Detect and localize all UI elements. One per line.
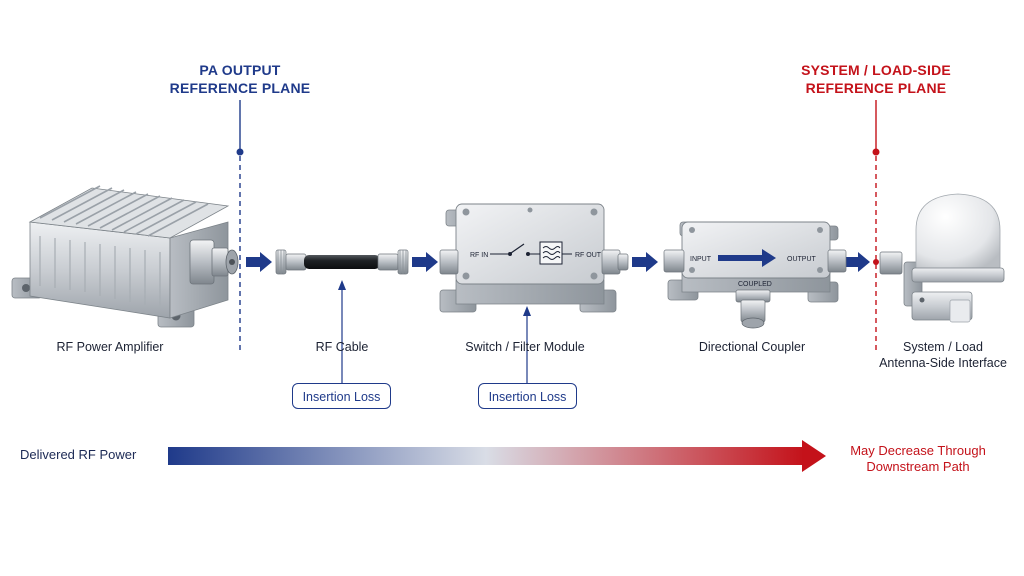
switch-filter-module: RF IN RF OUT	[439, 203, 629, 313]
module-loss-pointer	[523, 306, 531, 383]
coupler-port-in-label: INPUT	[690, 256, 712, 263]
system-reference-plane-label: SYSTEM / LOAD-SIDE REFERENCE PLANE	[776, 62, 976, 97]
coupler-port-out-label: OUTPUT	[787, 256, 817, 263]
flow-arrow-icon	[632, 252, 658, 272]
module-insertion-loss-box: Insertion Loss	[478, 383, 577, 409]
cable-loss-pointer	[338, 280, 346, 383]
rf-power-amplifier	[11, 185, 239, 328]
power-decrease-line2: Downstream Path	[866, 459, 970, 475]
power-decrease-label: May Decrease Through Downstream Path	[830, 443, 1006, 476]
cable-label: RF Cable	[315, 340, 369, 354]
coupler-label: Directional Coupler	[698, 340, 806, 354]
directional-coupler: INPUT OUTPUT COUPLED	[663, 221, 847, 329]
system-reference-line1: SYSTEM / LOAD-SIDE	[801, 62, 951, 78]
pa-reference-plane	[236, 100, 244, 352]
system-load-label: System / Load Antenna-Side Interface	[868, 340, 1018, 371]
delivered-power-bar	[168, 440, 826, 472]
switch-filter-label: Switch / Filter Module	[465, 340, 585, 354]
power-decrease-line1: May Decrease Through	[850, 443, 986, 458]
cable-insertion-loss-box: Insertion Loss	[292, 383, 391, 409]
flow-arrow-icon	[412, 252, 438, 272]
flow-arrow-icon	[246, 252, 272, 272]
switch-port-in-label: RF IN	[470, 252, 488, 259]
pa-reference-line1: PA OUTPUT	[199, 62, 281, 78]
amplifier-label: RF Power Amplifier	[56, 340, 164, 354]
switch-symbol-icon	[508, 243, 530, 256]
system-load-label-line2: Antenna-Side Interface	[879, 355, 1007, 370]
direction-arrow-icon	[718, 249, 776, 267]
system-load-label-line1: System / Load	[903, 340, 983, 354]
coupler-port-coupled-label: COUPLED	[738, 281, 772, 288]
pa-reference-line2: REFERENCE PLANE	[169, 79, 311, 96]
system-reference-plane	[872, 100, 880, 352]
filter-symbol-icon	[539, 241, 563, 265]
rf-cable	[275, 249, 409, 275]
delivered-power-label: Delivered RF Power	[20, 447, 137, 462]
flow-arrow-icon	[846, 252, 870, 272]
pa-reference-plane-label: PA OUTPUT REFERENCE PLANE	[150, 62, 330, 97]
system-reference-line2: REFERENCE PLANE	[805, 79, 947, 96]
switch-port-out-label: RF OUT	[575, 252, 602, 259]
system-load-antenna	[879, 193, 1005, 323]
